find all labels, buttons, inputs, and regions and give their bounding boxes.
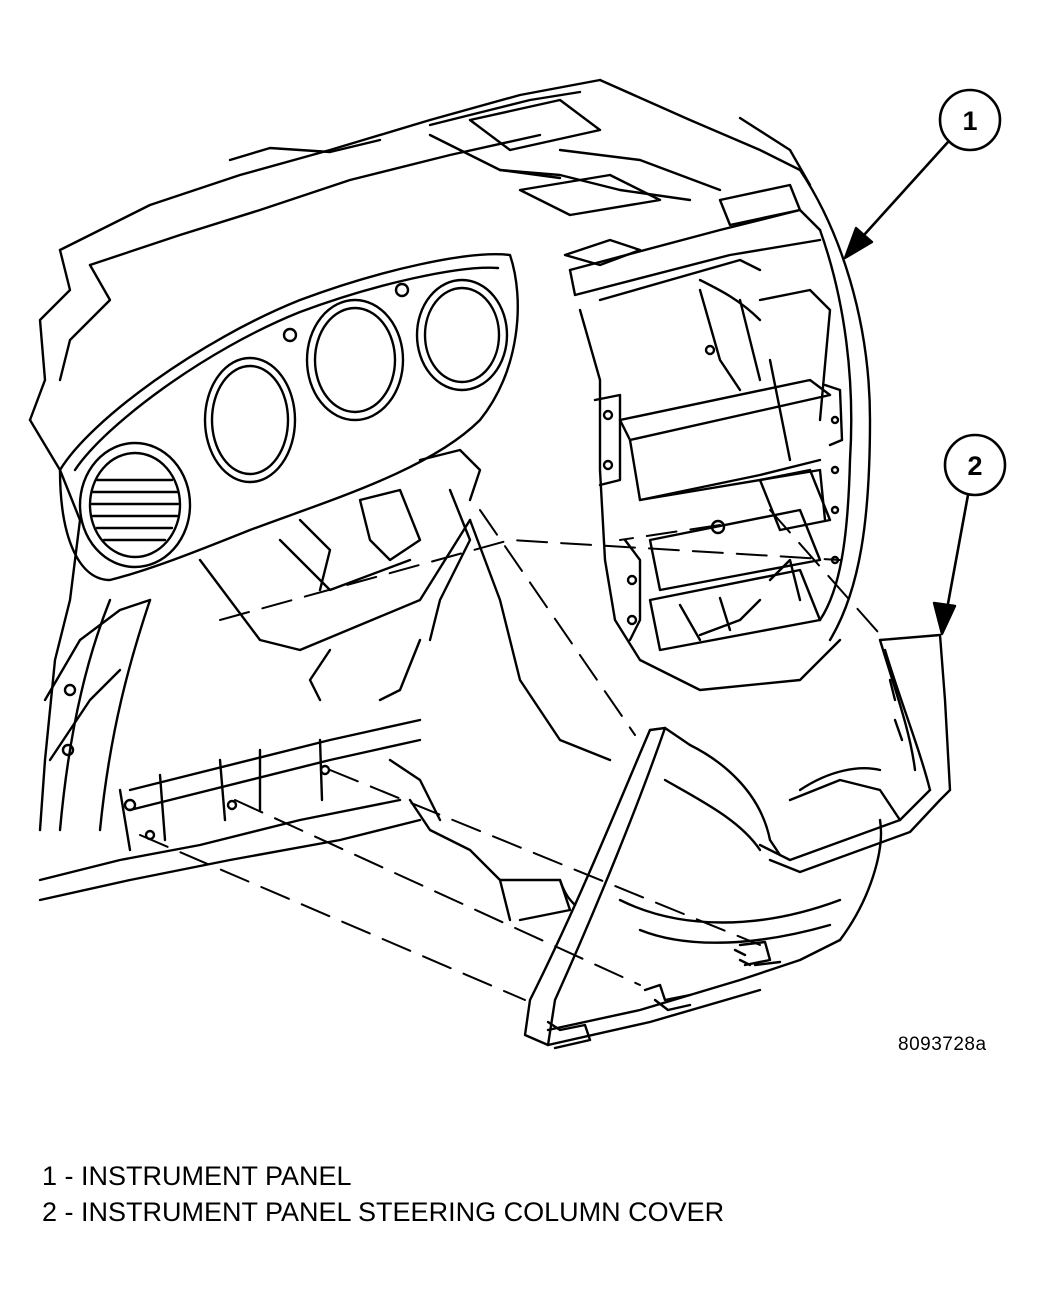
- callout-2: 2: [932, 433, 1007, 636]
- assembly-lines: [139, 509, 886, 1001]
- instrument-panel: [28, 78, 872, 922]
- callout-1: 1: [843, 88, 1002, 260]
- legend-item-steering-column-cover: 2 - INSTRUMENT PANEL STEERING COLUMN COV…: [42, 1197, 725, 1227]
- svg-text:1: 1: [962, 106, 977, 136]
- legend-item-instrument-panel: 1 - INSTRUMENT PANEL: [42, 1161, 352, 1191]
- steering-column-cover: [523, 633, 952, 1050]
- legend: 1 - INSTRUMENT PANEL 2 - INSTRUMENT PANE…: [42, 1158, 724, 1230]
- svg-text:2: 2: [967, 451, 982, 481]
- figure-code: 8093728a: [898, 1034, 987, 1055]
